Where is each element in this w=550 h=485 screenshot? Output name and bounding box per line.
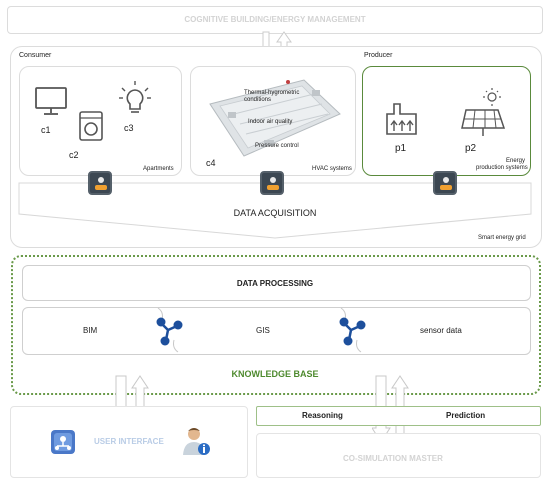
prediction-label: Prediction [446,411,486,420]
apartments-label: Apartments [143,166,174,172]
producer-label: Producer [364,52,393,59]
data-acquisition-label: DATA ACQUISITION [233,208,317,218]
header-title: COGNITIVE BUILDING/ENERGY MANAGEMENT [184,15,366,24]
energy-label-1: Energy [506,158,526,164]
factory-icon [386,103,417,135]
hvac-item-pressure: Pressure control [255,143,299,149]
hvac-panel-image [209,79,341,157]
hvac-item-thermal: Thermal-hygrometric conditions [244,90,300,103]
network-link-icon-1 [156,307,183,353]
data-processing-label: DATA PROCESSING [236,279,314,288]
reasoning-label: Reasoning [302,411,343,420]
consumer-label: Consumer [19,52,52,59]
sensor-device-icon-3 [433,171,457,195]
co-simulation-master-label: CO-SIMULATION MASTER [343,454,443,463]
hvac-item-air: Indoor air quality [248,119,293,125]
washing-machine-icon [79,111,103,141]
label-p1: p1 [395,143,407,154]
header-box [7,6,543,34]
monitor-icon [35,87,67,115]
label-c1: c1 [41,125,51,135]
gis-label: GIS [256,326,270,335]
energy-label-2: production systems [476,165,528,171]
producer-box [362,66,531,176]
knowledge-base-title: KNOWLEDGE BASE [231,369,319,379]
light-bulb-icon [119,81,151,113]
smart-grid-label: Smart energy grid [478,235,526,241]
label-c2: c2 [69,150,79,160]
sensor-device-icon-2 [260,171,284,195]
network-hub-icon [51,430,75,454]
hvac-label: HVAC systems [312,166,352,172]
apartments-box [19,66,182,176]
label-c4: c4 [206,158,216,168]
bim-label: BIM [83,326,98,335]
sensor-data-label: sensor data [420,326,462,335]
reasoning-prediction-bar [256,406,541,426]
sources-box [22,307,531,355]
data-processing-box [22,265,531,301]
label-p2: p2 [465,143,477,154]
sensor-device-icon-1 [88,171,112,195]
user-interface-label: USER INTERFACE [94,437,164,446]
knowledge-base-box [11,255,541,395]
network-link-icon-2 [339,307,366,353]
user-info-icon [183,428,210,455]
user-interface-box [10,406,248,478]
solar-panel-icon [461,88,506,136]
label-c3: c3 [124,123,134,133]
co-simulation-master-box [256,433,541,478]
